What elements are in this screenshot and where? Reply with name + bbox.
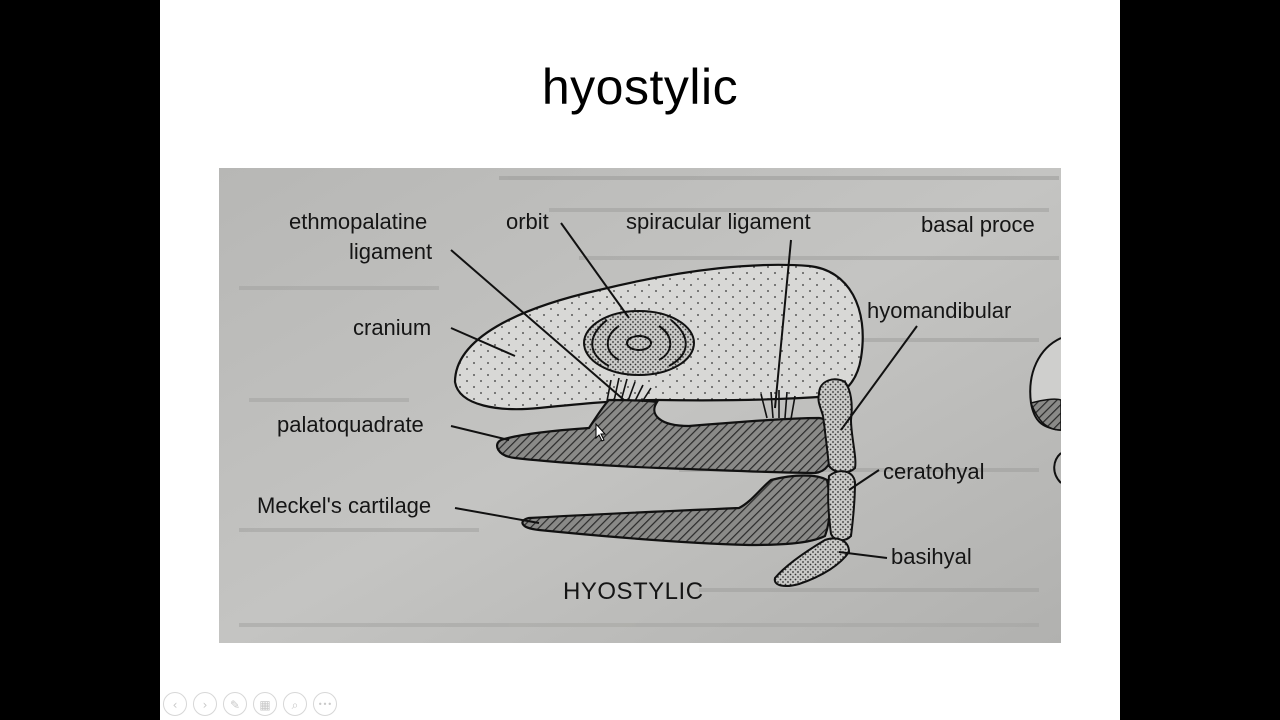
label-basihyal: basihyal (891, 544, 972, 569)
mouse-cursor-icon (595, 422, 607, 442)
label-basal-process: basal proce (921, 212, 1035, 237)
label-ligament: ligament (349, 239, 432, 264)
label-hyomandibular: hyomandibular (867, 298, 1011, 323)
diagram-photo: ethmopalatine ligament orbit spiracular … (219, 168, 1061, 643)
spiracular-ligament-fibers (760, 390, 796, 420)
diagram-caption: HYOSTYLIC (563, 578, 704, 605)
hyomandibular-shape (817, 378, 857, 474)
label-spiracular-ligament: spiracular ligament (626, 209, 811, 234)
previous-slide-button[interactable]: ‹ (163, 692, 187, 716)
label-orbit: orbit (506, 209, 549, 234)
bleed-through-texture (239, 176, 1059, 627)
next-slide-button[interactable]: › (193, 692, 217, 716)
orbit-shape (583, 310, 695, 376)
see-all-slides-button[interactable]: ▦ (253, 692, 277, 716)
label-ceratohyal: ceratohyal (883, 459, 985, 484)
slide-title: hyostylic (541, 59, 739, 115)
diagram-svg: ethmopalatine ligament orbit spiracular … (219, 168, 1061, 643)
ceratohyal-shape (827, 470, 857, 542)
zoom-button[interactable]: ⌕ (283, 692, 307, 716)
leader-lines (450, 222, 918, 559)
label-cranium: cranium (353, 315, 431, 340)
basihyal-shape (773, 537, 851, 587)
slideshow-controls: ‹ › ✎ ▦ ⌕ ••• (163, 692, 337, 718)
slide: hyostylic (160, 0, 1120, 720)
label-palatoquadrate: palatoquadrate (277, 412, 424, 437)
pen-tool-button[interactable]: ✎ (223, 692, 247, 716)
more-options-button[interactable]: ••• (313, 692, 337, 716)
label-ethmopalatine: ethmopalatine (289, 209, 427, 234)
label-meckels-cartilage: Meckel's cartilage (257, 493, 431, 518)
